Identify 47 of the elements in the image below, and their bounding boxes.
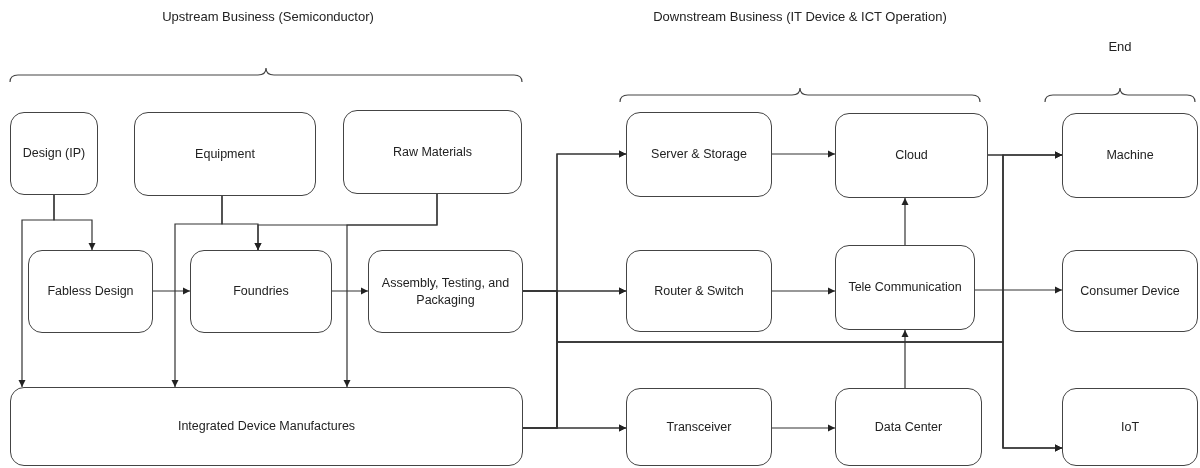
process-box	[835, 388, 982, 466]
box-label: IoT	[1120, 418, 1140, 436]
arrow	[771, 424, 836, 432]
box-label: Server & Storage	[651, 146, 747, 163]
process-box	[1062, 388, 1198, 466]
box-label: Consumer Device	[1080, 282, 1180, 300]
arrow	[152, 287, 191, 295]
arrow	[343, 193, 438, 388]
box-label: Router & Switch	[654, 282, 744, 300]
process-box	[28, 250, 153, 333]
arrow	[771, 150, 836, 158]
box-label: Foundries	[233, 283, 289, 300]
box-label: Assembly, Testing, and Packaging	[380, 274, 511, 309]
process-box	[10, 387, 523, 466]
process-box	[835, 245, 975, 330]
process-box	[10, 112, 98, 195]
arrow	[171, 195, 223, 388]
section-heading: Downstream Business (IT Device & ICT Operation)	[652, 8, 948, 26]
arrow	[974, 286, 1063, 294]
process-box	[343, 110, 522, 194]
box-label: Machine	[1106, 147, 1154, 164]
process-box	[1062, 250, 1198, 332]
arrow	[901, 329, 909, 389]
box-label: Fabless Design	[47, 283, 134, 300]
process-box	[626, 112, 772, 197]
process-box	[368, 250, 523, 333]
box-label: Equipment	[195, 145, 255, 163]
box-label: Cloud	[895, 147, 928, 164]
arrow	[987, 154, 1063, 452]
process-box	[835, 113, 988, 198]
section-heading: End	[1107, 38, 1133, 56]
arrow	[771, 287, 836, 295]
process-box	[1062, 113, 1198, 198]
section-heading: Upstream Business (Semiconductor)	[161, 8, 375, 26]
box-label: Integrated Device Manufactures	[177, 418, 356, 435]
process-box	[190, 250, 332, 333]
process-box	[134, 112, 316, 196]
box-label: Raw Materials	[392, 143, 473, 161]
box-label: Data Center	[874, 418, 943, 436]
arrow	[331, 287, 369, 295]
box-label: Design (IP)	[22, 145, 86, 162]
box-label: Tele Communication	[848, 279, 962, 296]
box-label: Transceiver	[666, 418, 732, 436]
arrow	[901, 197, 909, 246]
process-box	[626, 250, 772, 332]
arrow	[18, 194, 55, 388]
process-box	[626, 388, 772, 466]
